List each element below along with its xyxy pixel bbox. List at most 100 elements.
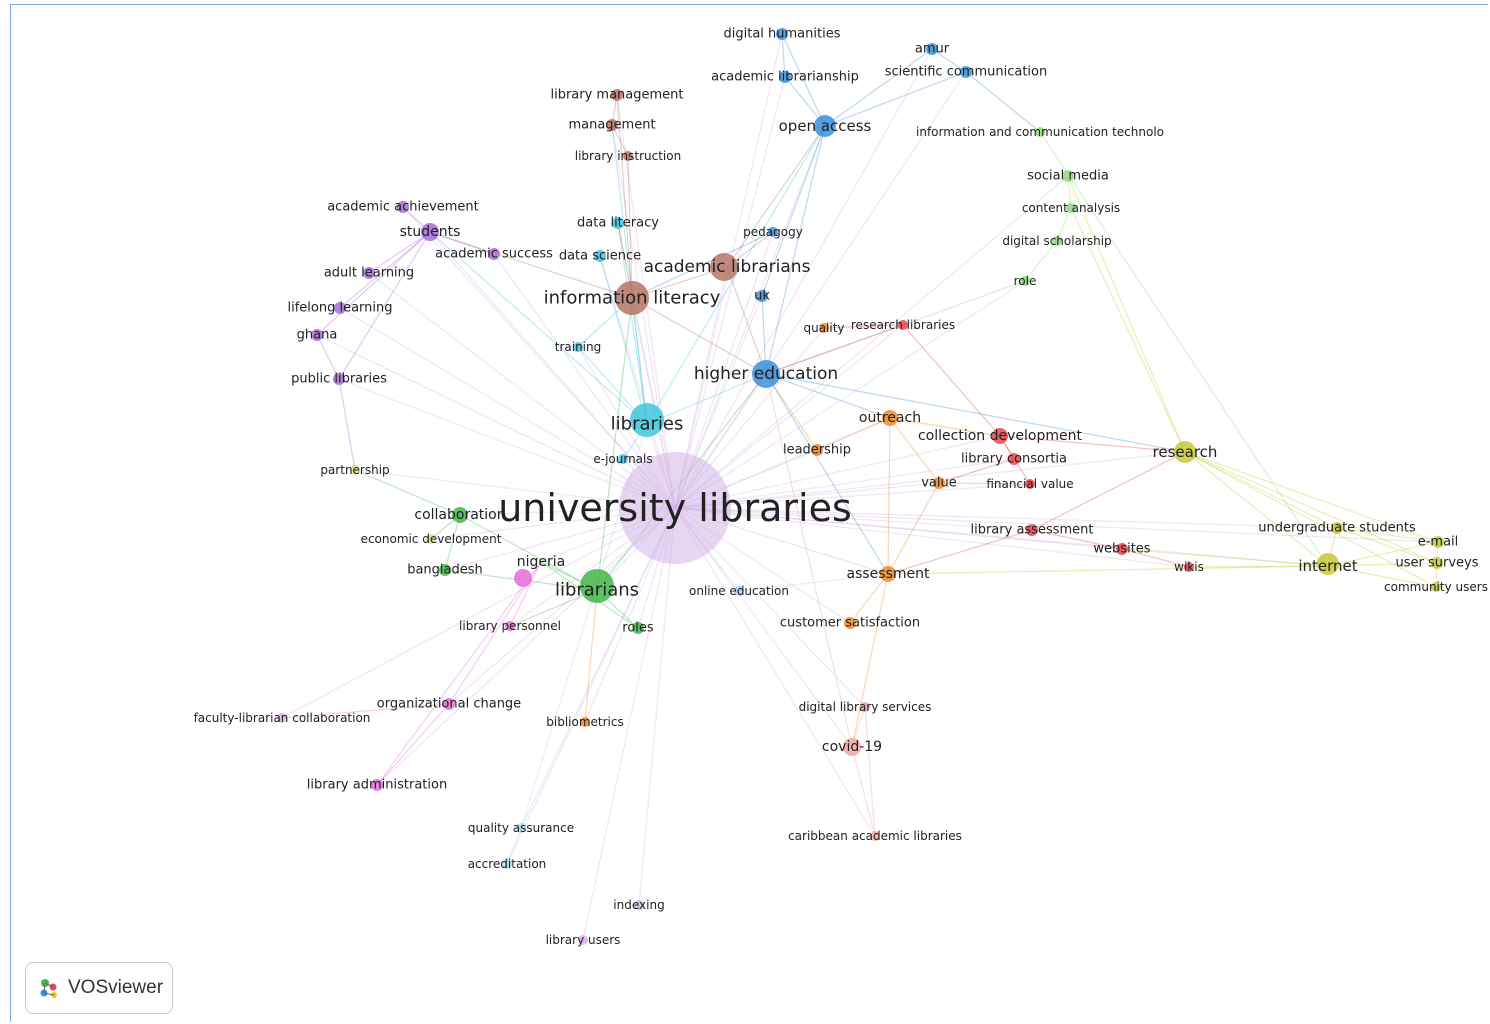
label-higher-education[interactable]: higher education (694, 364, 838, 384)
label-scientific-communication[interactable]: scientific communication (885, 65, 1047, 80)
label-digital-humanities[interactable]: digital humanities (724, 27, 841, 42)
label-faculty-librarian-collaboration[interactable]: faculty-librarian collaboration (194, 711, 371, 725)
node-assessment[interactable] (880, 566, 896, 582)
node-indexing[interactable] (634, 900, 644, 910)
label-information-literacy[interactable]: information literacy (544, 288, 721, 309)
node-library-instruction[interactable] (623, 151, 633, 161)
label-library-personnel[interactable]: library personnel (459, 619, 561, 633)
node-leadership[interactable] (811, 444, 823, 456)
node-uk[interactable] (756, 290, 768, 302)
node-quality-assurance[interactable] (516, 823, 526, 833)
node-economic-development[interactable] (426, 534, 436, 544)
node-social-media[interactable] (1062, 170, 1074, 182)
node-amur[interactable] (926, 43, 938, 55)
node-adult-learning[interactable] (363, 267, 375, 279)
node-outreach[interactable] (882, 410, 898, 426)
label-partnership[interactable]: partnership (320, 463, 389, 477)
label-covid-19[interactable]: covid-19 (822, 739, 882, 755)
label-role[interactable]: role (1014, 274, 1037, 288)
label-quality-assurance[interactable]: quality assurance (468, 821, 574, 835)
node-open-access[interactable] (814, 115, 836, 137)
label-indexing[interactable]: indexing (613, 898, 664, 912)
label-library-management[interactable]: library management (550, 88, 683, 103)
label-public-libraries[interactable]: public libraries (291, 372, 387, 387)
label-wikis[interactable]: wikis (1174, 560, 1204, 574)
label-libraries[interactable]: libraries (611, 414, 684, 435)
node-user-surveys[interactable] (1431, 557, 1443, 569)
node-bibliometrics[interactable] (580, 717, 590, 727)
node-accreditation[interactable] (502, 859, 512, 869)
label-information-and-communication-technolo[interactable]: information and communication technolo (916, 125, 1164, 139)
label-online-education[interactable]: online education (689, 584, 789, 598)
label-academic-achievement[interactable]: academic achievement (327, 200, 479, 215)
label-digital-scholarship[interactable]: digital scholarship (1002, 234, 1111, 248)
node-pedagogy[interactable] (768, 227, 778, 237)
label-library-consortia[interactable]: library consortia (961, 452, 1067, 467)
node-training[interactable] (573, 342, 583, 352)
label-academic-librarians[interactable]: academic librarians (644, 257, 811, 277)
label-e-journals[interactable]: e-journals (593, 452, 652, 466)
vosviewer-logo-box[interactable]: VOSviewer (25, 962, 173, 1014)
node-partnership[interactable] (350, 465, 360, 475)
label-bibliometrics[interactable]: bibliometrics (546, 715, 623, 729)
label-customer-satisfaction[interactable]: customer satisfaction (780, 616, 920, 631)
node-higher-education[interactable] (752, 360, 780, 388)
node-data-literacy[interactable] (612, 217, 624, 229)
label-library-assessment[interactable]: library assessment (970, 523, 1093, 538)
node-library-management[interactable] (611, 89, 623, 101)
label-training[interactable]: training (555, 340, 602, 354)
node-information-literacy[interactable] (615, 281, 649, 315)
node-content-analysis[interactable] (1066, 203, 1076, 213)
label-quality[interactable]: quality (803, 321, 844, 335)
label-library-administration[interactable]: library administration (307, 778, 447, 793)
node-wikis[interactable] (1184, 562, 1194, 572)
label-library-instruction[interactable]: library instruction (575, 149, 681, 163)
label-university-libraries[interactable]: university libraries (498, 486, 852, 530)
label-uk[interactable]: uk (754, 289, 770, 304)
node-public-libraries[interactable] (333, 373, 345, 385)
label-economic-development[interactable]: economic development (361, 532, 502, 546)
node-collection-development[interactable] (992, 428, 1008, 444)
label-outreach[interactable]: outreach (859, 410, 921, 426)
node-library-personnel[interactable] (505, 621, 515, 631)
node-library-users[interactable] (578, 935, 588, 945)
label-ghana[interactable]: ghana (297, 328, 338, 343)
label-social-media[interactable]: social media (1027, 169, 1109, 184)
node-digital-humanities[interactable] (776, 28, 788, 40)
label-bangladesh[interactable]: bangladesh (407, 563, 483, 578)
node-e-mail[interactable] (1432, 536, 1444, 548)
label-caribbean-academic-libraries[interactable]: caribbean academic libraries (788, 829, 962, 843)
node-digital-library-services[interactable] (860, 702, 870, 712)
node-library-consortia[interactable] (1008, 453, 1020, 465)
label-community-users[interactable]: community users (1384, 580, 1488, 594)
label-data-science[interactable]: data science (559, 249, 641, 264)
label-value[interactable]: value (921, 476, 957, 491)
label-leadership[interactable]: leadership (783, 443, 851, 458)
label-nigeria[interactable]: nigeria (517, 554, 566, 570)
node-data-science[interactable] (594, 250, 606, 262)
node-value[interactable] (933, 477, 945, 489)
node-information-and-communication-technolo[interactable] (1035, 127, 1045, 137)
label-pedagogy[interactable]: pedagogy (743, 225, 803, 239)
node-community-users[interactable] (1431, 582, 1441, 592)
label-open-access[interactable]: open access (779, 117, 872, 135)
node-faculty-librarian-collaboration[interactable] (277, 713, 287, 723)
label-collection-development[interactable]: collection development (918, 428, 1082, 444)
node-research-libraries[interactable] (898, 320, 908, 330)
node-digital-scholarship[interactable] (1052, 236, 1062, 246)
node-management[interactable] (606, 119, 618, 131)
node-university-libraries[interactable] (619, 452, 731, 564)
node-organizational-change[interactable] (443, 698, 455, 710)
label-amur[interactable]: amur (915, 42, 950, 57)
node-librarians[interactable] (580, 569, 614, 603)
node-internet[interactable] (1317, 553, 1339, 575)
label-internet[interactable]: internet (1298, 557, 1357, 575)
node-e-journals[interactable] (618, 454, 628, 464)
label-undergraduate-students[interactable]: undergraduate students (1258, 521, 1416, 536)
label-research[interactable]: research (1153, 443, 1218, 461)
node-lifelong-learning[interactable] (334, 302, 346, 314)
label-adult-learning[interactable]: adult learning (324, 266, 414, 281)
node-websites[interactable] (1116, 543, 1128, 555)
node-undergraduate-students[interactable] (1331, 522, 1343, 534)
